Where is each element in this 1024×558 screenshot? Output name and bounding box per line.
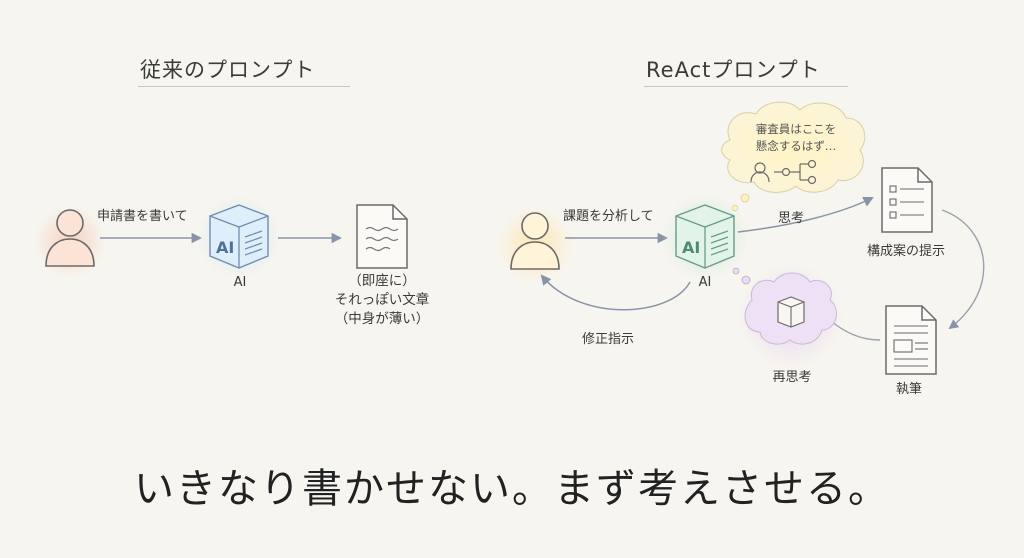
result-line-3: （中身が薄い） xyxy=(334,311,430,327)
plan-label: 構成案の提示 xyxy=(866,244,946,259)
ai-label-left: AI xyxy=(233,275,247,290)
thought-line-1: 審査員はここを xyxy=(755,122,837,136)
headline: いきなり書かせない。まず考えさせる。 xyxy=(134,466,890,512)
person-icon-right xyxy=(497,207,573,283)
rethink-cloud xyxy=(739,264,843,368)
rethink-dots xyxy=(732,267,751,285)
thought-bubble xyxy=(721,101,866,212)
rethink-label: 再思考 xyxy=(772,370,812,385)
result-caption: （即座に） それっぽい文章 （中身が薄い） xyxy=(335,272,430,329)
thought-text: 審査員はここを 懸念するはず… xyxy=(756,121,837,155)
prompt-label-left: 申請書を書いて xyxy=(97,209,188,224)
section-title-right: ReActプロンプト xyxy=(646,58,821,82)
ai-cube-icon-right: AI xyxy=(661,193,749,281)
think-label: 思考 xyxy=(778,211,805,226)
thought-line-2: 懸念するはず… xyxy=(755,139,837,153)
result-line-2: それっぽい文章 xyxy=(334,292,430,308)
ai-cube-icon-left: AI xyxy=(197,195,281,279)
ai-label-right: AI xyxy=(698,275,712,290)
writing-label: 執筆 xyxy=(895,382,923,397)
result-line-1: （即座に） xyxy=(348,273,416,289)
document-icon-left xyxy=(356,204,408,269)
section-title-left: 従来のプロンプト xyxy=(140,58,316,82)
svg-text:AI: AI xyxy=(682,238,700,257)
plan-document-icon xyxy=(881,167,933,233)
svg-text:AI: AI xyxy=(216,238,234,257)
arrow-fix-instruction xyxy=(540,274,691,311)
title-underline-left xyxy=(138,86,350,87)
prompt-label-right: 課題を分析して xyxy=(563,209,654,224)
title-underline-right xyxy=(644,86,848,87)
person-icon-left xyxy=(34,206,106,278)
writing-document-icon xyxy=(885,305,937,375)
fix-instruction-label: 修正指示 xyxy=(582,332,635,347)
arrow-think xyxy=(737,197,874,233)
arrow-to-writing xyxy=(941,209,985,330)
